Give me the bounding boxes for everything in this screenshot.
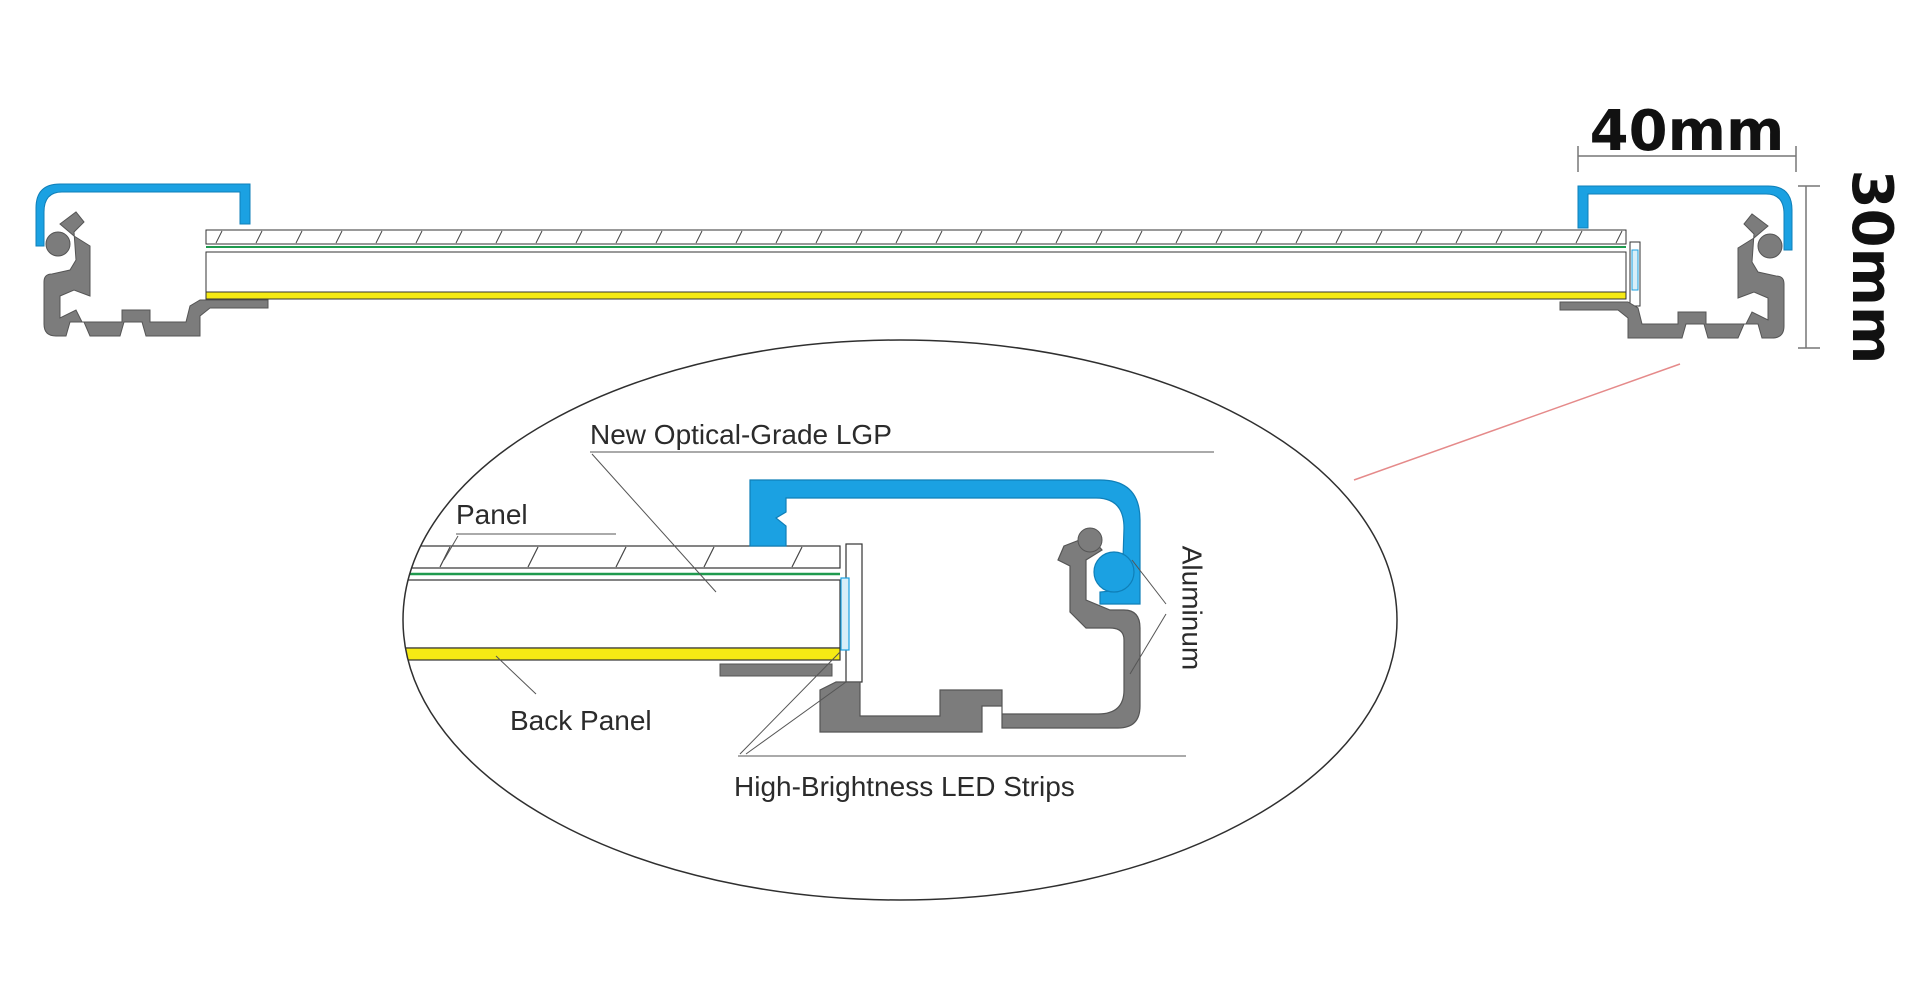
hatch-mark (527, 546, 539, 568)
hatch-mark (775, 230, 783, 244)
hatch-mark (703, 546, 715, 568)
hatch-mark (615, 230, 623, 244)
hatch-mark (1055, 230, 1063, 244)
hatch-mark (735, 230, 743, 244)
hatch-mark (791, 546, 803, 568)
hatch-mark (975, 230, 983, 244)
panel-callout: Panel (443, 499, 616, 561)
led-strips-label: High-Brightness LED Strips (734, 771, 1075, 802)
hatch-mark (895, 230, 903, 244)
hatch-mark (415, 230, 423, 244)
aluminum-label: Aluminum (1177, 546, 1208, 670)
hatch-mark (455, 230, 463, 244)
left-blue-snap-cover (35, 183, 251, 247)
hatch-mark (1335, 230, 1343, 244)
detail-light-guide-plate (403, 579, 841, 649)
right-frame-profile (1559, 185, 1793, 339)
hatch-mark (1415, 230, 1423, 244)
hatch-mark (1295, 230, 1303, 244)
hatch-mark (1575, 230, 1583, 244)
right-gray-aluminum-frame (1559, 213, 1785, 339)
height-dimension-label: 30mm (1839, 170, 1904, 365)
hatch-mark (655, 230, 663, 244)
panel-label: Panel (456, 499, 528, 530)
hatch-mark (1255, 230, 1263, 244)
width-dimension (1577, 146, 1797, 172)
right-blue-snap-cover (1577, 185, 1793, 251)
detail-back-panel-yellow (403, 647, 841, 661)
hatch-mark (335, 230, 343, 244)
detail-zoom-view: New Optical-Grade LGP Panel Back Panel H… (402, 339, 1398, 901)
hatch-mark (1535, 230, 1543, 244)
hatch-mark (375, 230, 383, 244)
hatch-mark (1215, 230, 1223, 244)
hatch-mark (1135, 230, 1143, 244)
detail-led-strip (840, 577, 850, 651)
aluminum-callout: Aluminum (1129, 546, 1208, 675)
hatch-mark (935, 230, 943, 244)
led-callout: High-Brightness LED Strips (734, 651, 1186, 802)
hatch-mark (1095, 230, 1103, 244)
hatch-mark (439, 546, 451, 568)
panel-layer-stack (205, 229, 1627, 300)
hatch-mark (1455, 230, 1463, 244)
front-panel-hatch (215, 230, 1623, 244)
hatch-mark (215, 230, 223, 244)
right-led-strip (1631, 249, 1639, 291)
hatch-mark (1175, 230, 1183, 244)
detail-zoom-ellipse (402, 339, 1398, 901)
detail-gray-aluminum-frame (819, 535, 1141, 733)
lgp-label: New Optical-Grade LGP (590, 419, 892, 450)
detail-front-panel-hatch (439, 546, 803, 568)
zoom-indicator-line (1353, 363, 1681, 481)
hatch-mark (815, 230, 823, 244)
left-gray-aluminum-frame (43, 211, 269, 337)
detail-rear-gasket (719, 663, 833, 677)
hatch-mark (1615, 230, 1623, 244)
hatch-mark (1015, 230, 1023, 244)
hatch-mark (695, 230, 703, 244)
back-panel-yellow (205, 291, 1627, 300)
hatch-mark (575, 230, 583, 244)
hatch-mark (295, 230, 303, 244)
detail-frame-bead (1077, 527, 1103, 553)
hatch-mark (615, 546, 627, 568)
hatch-mark (255, 230, 263, 244)
back-panel-callout: Back Panel (495, 655, 652, 736)
detail-cover-hook (1093, 551, 1135, 593)
hatch-mark (855, 230, 863, 244)
front-panel (205, 229, 1627, 245)
detail-zoom-content (403, 545, 841, 677)
height-dimension (1798, 185, 1820, 349)
hatch-mark (1375, 230, 1383, 244)
hatch-mark (1495, 230, 1503, 244)
back-panel-label: Back Panel (510, 705, 652, 736)
cross-section-overview: 40mm 30mm (35, 99, 1904, 481)
left-frame-bead (45, 231, 71, 257)
lgp-callout: New Optical-Grade LGP (590, 419, 1214, 593)
right-frame-bead (1757, 233, 1783, 259)
width-dimension-label: 40mm (1590, 99, 1785, 164)
hatch-mark (495, 230, 503, 244)
light-guide-plate (205, 251, 1627, 293)
left-frame-profile (35, 183, 269, 337)
hatch-mark (535, 230, 543, 244)
